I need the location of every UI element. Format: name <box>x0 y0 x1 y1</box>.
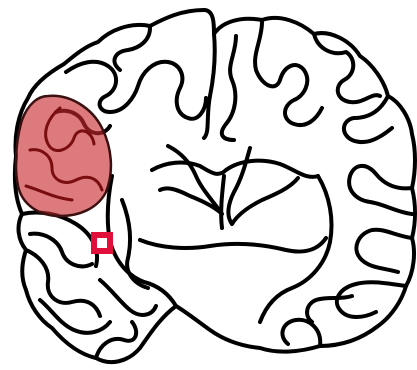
marker-inner <box>97 238 107 248</box>
marker-square <box>91 232 113 254</box>
